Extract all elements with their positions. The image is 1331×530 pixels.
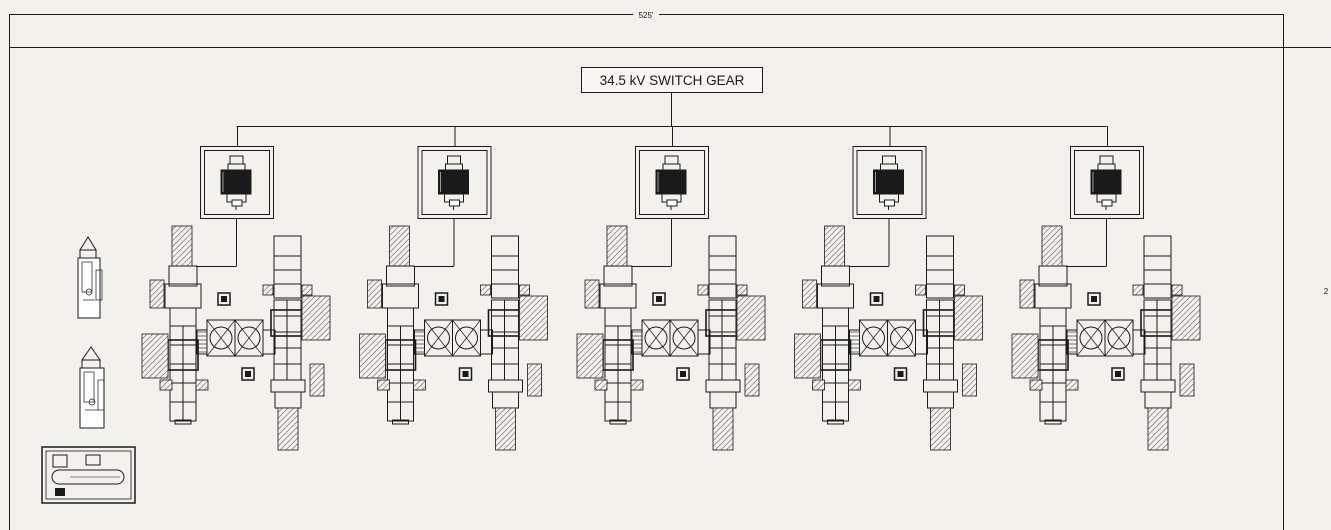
transformer-box — [1070, 146, 1144, 219]
equipment-tag-icon — [458, 367, 473, 381]
vertical-tank-a — [77, 236, 103, 319]
right-turbine-train — [262, 235, 331, 451]
center-coupling — [414, 319, 493, 357]
turbine-unit — [141, 126, 331, 451]
equipment-tag-icon — [217, 292, 231, 306]
center-coupling — [196, 319, 276, 357]
equipment-tag-icon — [241, 367, 255, 381]
equipment-tag-icon — [893, 367, 908, 381]
left-turbine-train — [1011, 225, 1079, 425]
left-turbine-train — [141, 225, 209, 425]
skid-package — [41, 446, 136, 504]
transformer-box — [200, 146, 274, 219]
center-coupling — [1066, 319, 1146, 357]
center-coupling — [849, 319, 928, 357]
right-turbine-train — [915, 235, 983, 451]
turbine-unit — [359, 126, 548, 451]
turbine-unit — [1011, 126, 1201, 451]
equipment-tag-icon — [1111, 367, 1125, 381]
right-turbine-train — [480, 235, 548, 451]
dimension-label: 525' — [639, 11, 654, 20]
dimension-label-mask — [633, 9, 659, 20]
left-turbine-train — [359, 225, 426, 425]
transformer-box — [852, 146, 927, 219]
turbine-unit — [794, 126, 983, 451]
equipment-tag-icon — [434, 292, 449, 306]
equipment-tag-icon — [1087, 292, 1101, 306]
edge-mark: 2 — [1324, 287, 1329, 296]
left-equipment — [41, 236, 136, 504]
equipment-tag-icon — [676, 367, 690, 381]
right-turbine-train — [697, 235, 766, 451]
equipment-tag-icon — [869, 292, 884, 306]
transformer-box — [635, 146, 709, 219]
transformer-box — [417, 146, 492, 219]
turbine-unit — [576, 126, 766, 451]
vertical-tank-b — [79, 346, 105, 429]
center-coupling — [631, 319, 711, 357]
left-turbine-train — [794, 225, 861, 425]
switchgear-label: 34.5 kV SWITCH GEAR — [600, 73, 745, 88]
turbine-units — [141, 126, 1201, 451]
switchgear-box — [581, 67, 763, 93]
right-turbine-train — [1132, 235, 1201, 451]
equipment-tag-icon — [652, 292, 666, 306]
left-turbine-train — [576, 225, 644, 425]
